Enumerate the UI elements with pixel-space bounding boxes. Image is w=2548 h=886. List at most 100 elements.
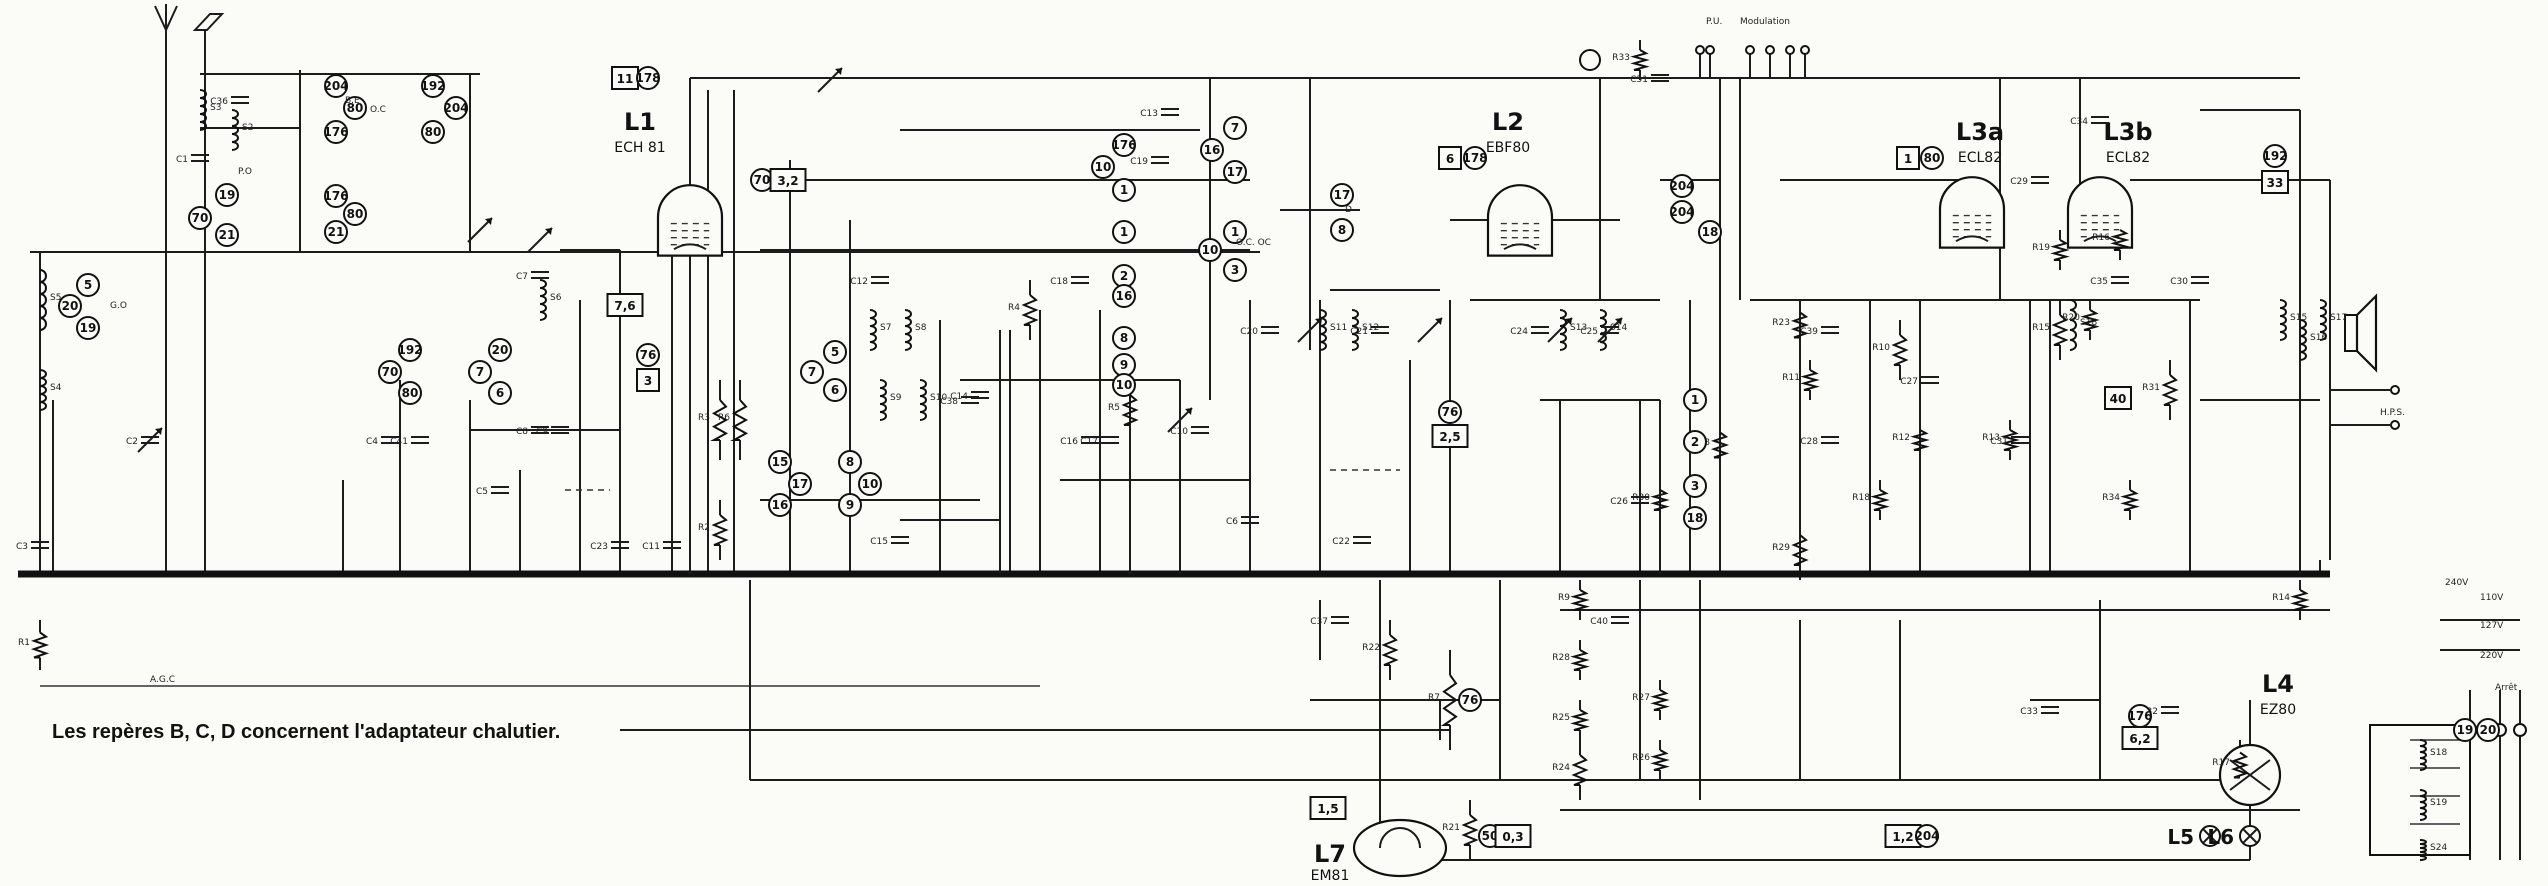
resistor: R31	[2142, 374, 2179, 406]
svg-text:S4: S4	[50, 383, 62, 393]
svg-text:16: 16	[1204, 143, 1221, 157]
svg-text:76: 76	[1442, 405, 1459, 419]
svg-text:3: 3	[644, 374, 652, 388]
switch-contact: 19	[76, 316, 100, 340]
coil: S12	[1351, 309, 1379, 351]
switch-contact: 70	[188, 206, 212, 230]
resistor: R12	[1892, 429, 1930, 451]
input-jack-icon	[1745, 45, 1755, 55]
voltage-box: 2,5	[1431, 424, 1469, 448]
junction-dot	[576, 570, 584, 578]
pilot-lamp-icon	[2239, 825, 2261, 847]
svg-text:R10: R10	[1872, 343, 1890, 353]
svg-text:R34: R34	[2102, 493, 2120, 503]
svg-text:C24: C24	[1510, 327, 1528, 337]
svg-text:6: 6	[831, 383, 839, 397]
mains-label: 127V	[2480, 621, 2504, 631]
junction-dot	[49, 570, 57, 578]
svg-text:S11: S11	[1330, 323, 1347, 333]
capacitor: C3	[16, 541, 49, 552]
capacitor: C31	[1990, 436, 2029, 447]
svg-text:70: 70	[754, 173, 771, 187]
svg-text:R17: R17	[2212, 758, 2230, 768]
svg-text:17: 17	[1227, 165, 1244, 179]
coil: S19	[2419, 789, 2447, 821]
svg-text:S16: S16	[2310, 333, 2327, 343]
svg-text:R22: R22	[1362, 643, 1380, 653]
band-label: O.C. OC	[1236, 238, 1271, 248]
resistor: R9	[1558, 589, 1590, 611]
pickup-socket-icon	[1579, 49, 1601, 71]
svg-text:20: 20	[2480, 723, 2497, 737]
svg-text:176: 176	[323, 125, 348, 139]
resistor: R15	[2032, 314, 2069, 346]
svg-text:C1: C1	[176, 155, 188, 165]
capacitor: C28	[1800, 436, 1839, 447]
svg-text:C38: C38	[940, 397, 958, 407]
switch-contact: 18	[1698, 220, 1722, 244]
junction-dot	[2186, 570, 2194, 578]
switch-contact: 176	[323, 120, 349, 144]
svg-text:1: 1	[1904, 152, 1912, 166]
capacitor: C24	[1510, 326, 1549, 337]
capacitor: C27	[1900, 376, 1939, 387]
svg-text:1,5: 1,5	[1317, 802, 1338, 816]
variable-arrow-icon	[1185, 408, 1192, 415]
svg-text:7: 7	[808, 365, 816, 379]
svg-text:R14: R14	[2272, 593, 2290, 603]
svg-text:C14: C14	[950, 392, 968, 402]
switch-contact: 5	[76, 273, 100, 297]
band-label: G.O	[110, 301, 127, 311]
switch-contact: 80	[343, 96, 367, 120]
variable-arrow-icon	[485, 218, 492, 225]
svg-text:R12: R12	[1892, 433, 1910, 443]
tube-l1	[656, 184, 724, 257]
svg-text:S10: S10	[930, 393, 947, 403]
svg-text:0,3: 0,3	[1502, 830, 1523, 844]
tube-l3b	[2066, 176, 2134, 249]
ref-178: 178	[1462, 146, 1488, 170]
band-label: O.C	[370, 105, 386, 115]
resistor: R20	[2062, 309, 2100, 331]
band-label: B.E	[345, 96, 360, 106]
capacitor: C51	[1630, 74, 1669, 85]
switch-contact: 204	[443, 96, 469, 120]
resistor: R17	[2212, 751, 2250, 779]
svg-text:S13: S13	[1570, 323, 1587, 333]
svg-text:S24: S24	[2430, 843, 2447, 853]
input-jack-icon	[1800, 45, 1810, 55]
variable-arrow-icon	[1615, 318, 1622, 325]
variable-arrow-icon	[1565, 318, 1572, 325]
capacitor: C29	[2010, 176, 2049, 187]
svg-text:176: 176	[2127, 709, 2152, 723]
capacitor: C5	[476, 486, 509, 497]
junction-dot	[786, 570, 794, 578]
tube-type: ECL82	[2106, 150, 2150, 166]
input-jack-icon	[1705, 45, 1715, 55]
figure-caption: Les repères B, C, D concernent l'adaptat…	[52, 721, 561, 743]
capacitor: C12	[850, 276, 889, 287]
svg-text:S2: S2	[242, 123, 253, 133]
switch-contact: 10	[1091, 155, 1115, 179]
svg-text:R13: R13	[1982, 433, 2000, 443]
capacitor: C16	[1060, 436, 1099, 447]
coil: S5	[39, 269, 61, 331]
resistor: R7	[1428, 674, 1458, 726]
capacitor: C36	[210, 96, 249, 107]
svg-text:80: 80	[1924, 151, 1941, 165]
switch-contact: 7	[1223, 116, 1247, 140]
svg-text:C36: C36	[210, 97, 228, 107]
capacitor: C4	[366, 436, 399, 447]
svg-text:1: 1	[1120, 225, 1128, 239]
capacitor: C13	[1140, 108, 1179, 119]
voltage-box: 6	[1438, 146, 1462, 170]
junction-dot	[1246, 570, 1254, 578]
svg-text:S5: S5	[50, 293, 61, 303]
svg-text:C5: C5	[476, 487, 488, 497]
svg-text:C15: C15	[870, 537, 888, 547]
switch-contact: 21	[215, 223, 239, 247]
tube-l4	[2218, 743, 2282, 807]
svg-text:R11: R11	[1782, 373, 1800, 383]
pu-label: Modulation	[1740, 17, 1790, 27]
voltage-box: 1,2	[1884, 824, 1922, 848]
